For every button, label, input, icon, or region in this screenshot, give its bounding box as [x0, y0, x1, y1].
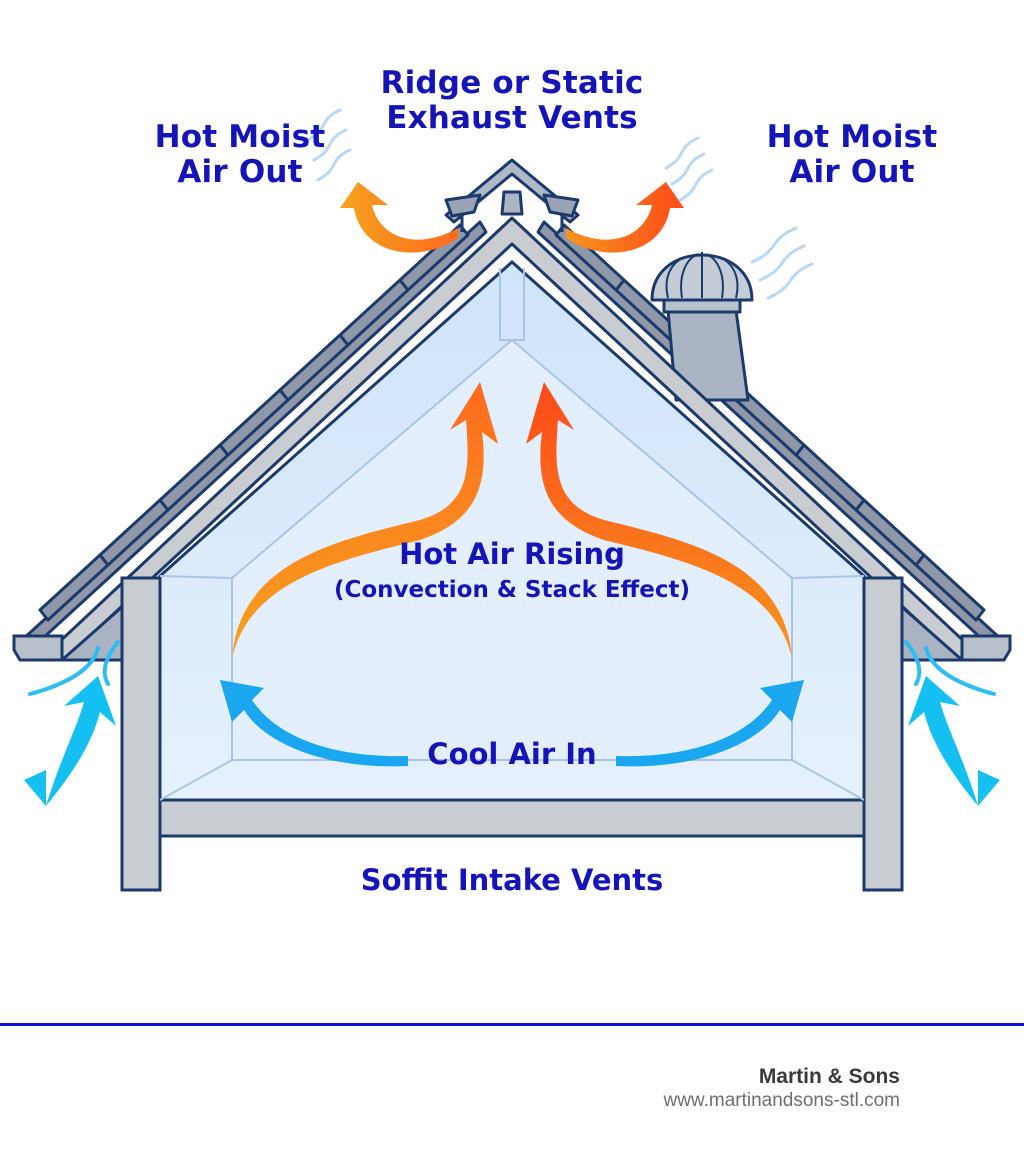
hot-air-rising-arrow-left [232, 382, 498, 658]
hot-air-out-arrow-left [340, 182, 458, 253]
cool-air-in-arrow-left [220, 680, 408, 767]
footer-divider [0, 1023, 1024, 1026]
hot-air-rising-sublabel: (Convection & Stack Effect) [333, 577, 691, 603]
roof-shingles-left [20, 220, 488, 652]
hot-air-out-left-label: Hot Moist Air Out [140, 120, 340, 189]
ridge-vents-label: Ridge or Static Exhaust Vents [352, 66, 672, 135]
company-website[interactable]: www.martinandsons-stl.com [663, 1090, 900, 1111]
heat-haze-wisps [306, 108, 814, 300]
company-name: Martin & Sons [758, 1065, 900, 1088]
cool-air-in-arrow-right [616, 680, 804, 767]
hot-air-out-left-line2: Air Out [177, 153, 303, 190]
soffit-intake-vents-label: Soffit Intake Vents [360, 863, 664, 897]
hot-air-out-right-line1: Hot Moist [766, 119, 938, 155]
walls [120, 576, 904, 892]
gutter-left [12, 634, 64, 662]
hot-air-out-arrow-right [566, 182, 684, 253]
attic-space [158, 259, 866, 802]
hot-air-rising-arrow-right [526, 382, 792, 658]
hot-air-out-right-line2: Air Out [789, 153, 915, 190]
hot-air-out-right-label: Hot Moist Air Out [752, 120, 952, 189]
ridge-vents-label-line2: Exhaust Vents [386, 99, 638, 136]
hot-air-rising-label: Hot Air Rising [399, 537, 625, 571]
ridge-vents-label-line1: Ridge or Static [380, 65, 644, 101]
turbine-vent [650, 252, 754, 402]
ventilation-diagram: Ridge or Static Exhaust Vents Hot Moist … [12, 66, 1012, 897]
soffit-intake-arrow-right [908, 676, 1000, 806]
soffit-air-wisps [28, 640, 996, 696]
gutter-right [960, 634, 1012, 662]
footer-brand: Martin & Sons www.martinandsons-stl.com [663, 1064, 900, 1112]
soffit-intake-arrow-left [24, 676, 116, 806]
hot-air-out-left-line1: Hot Moist [154, 119, 326, 155]
ridge-vent [444, 158, 580, 232]
house-cross-section [12, 108, 1012, 892]
cool-air-in-label: Cool Air In [427, 737, 597, 771]
